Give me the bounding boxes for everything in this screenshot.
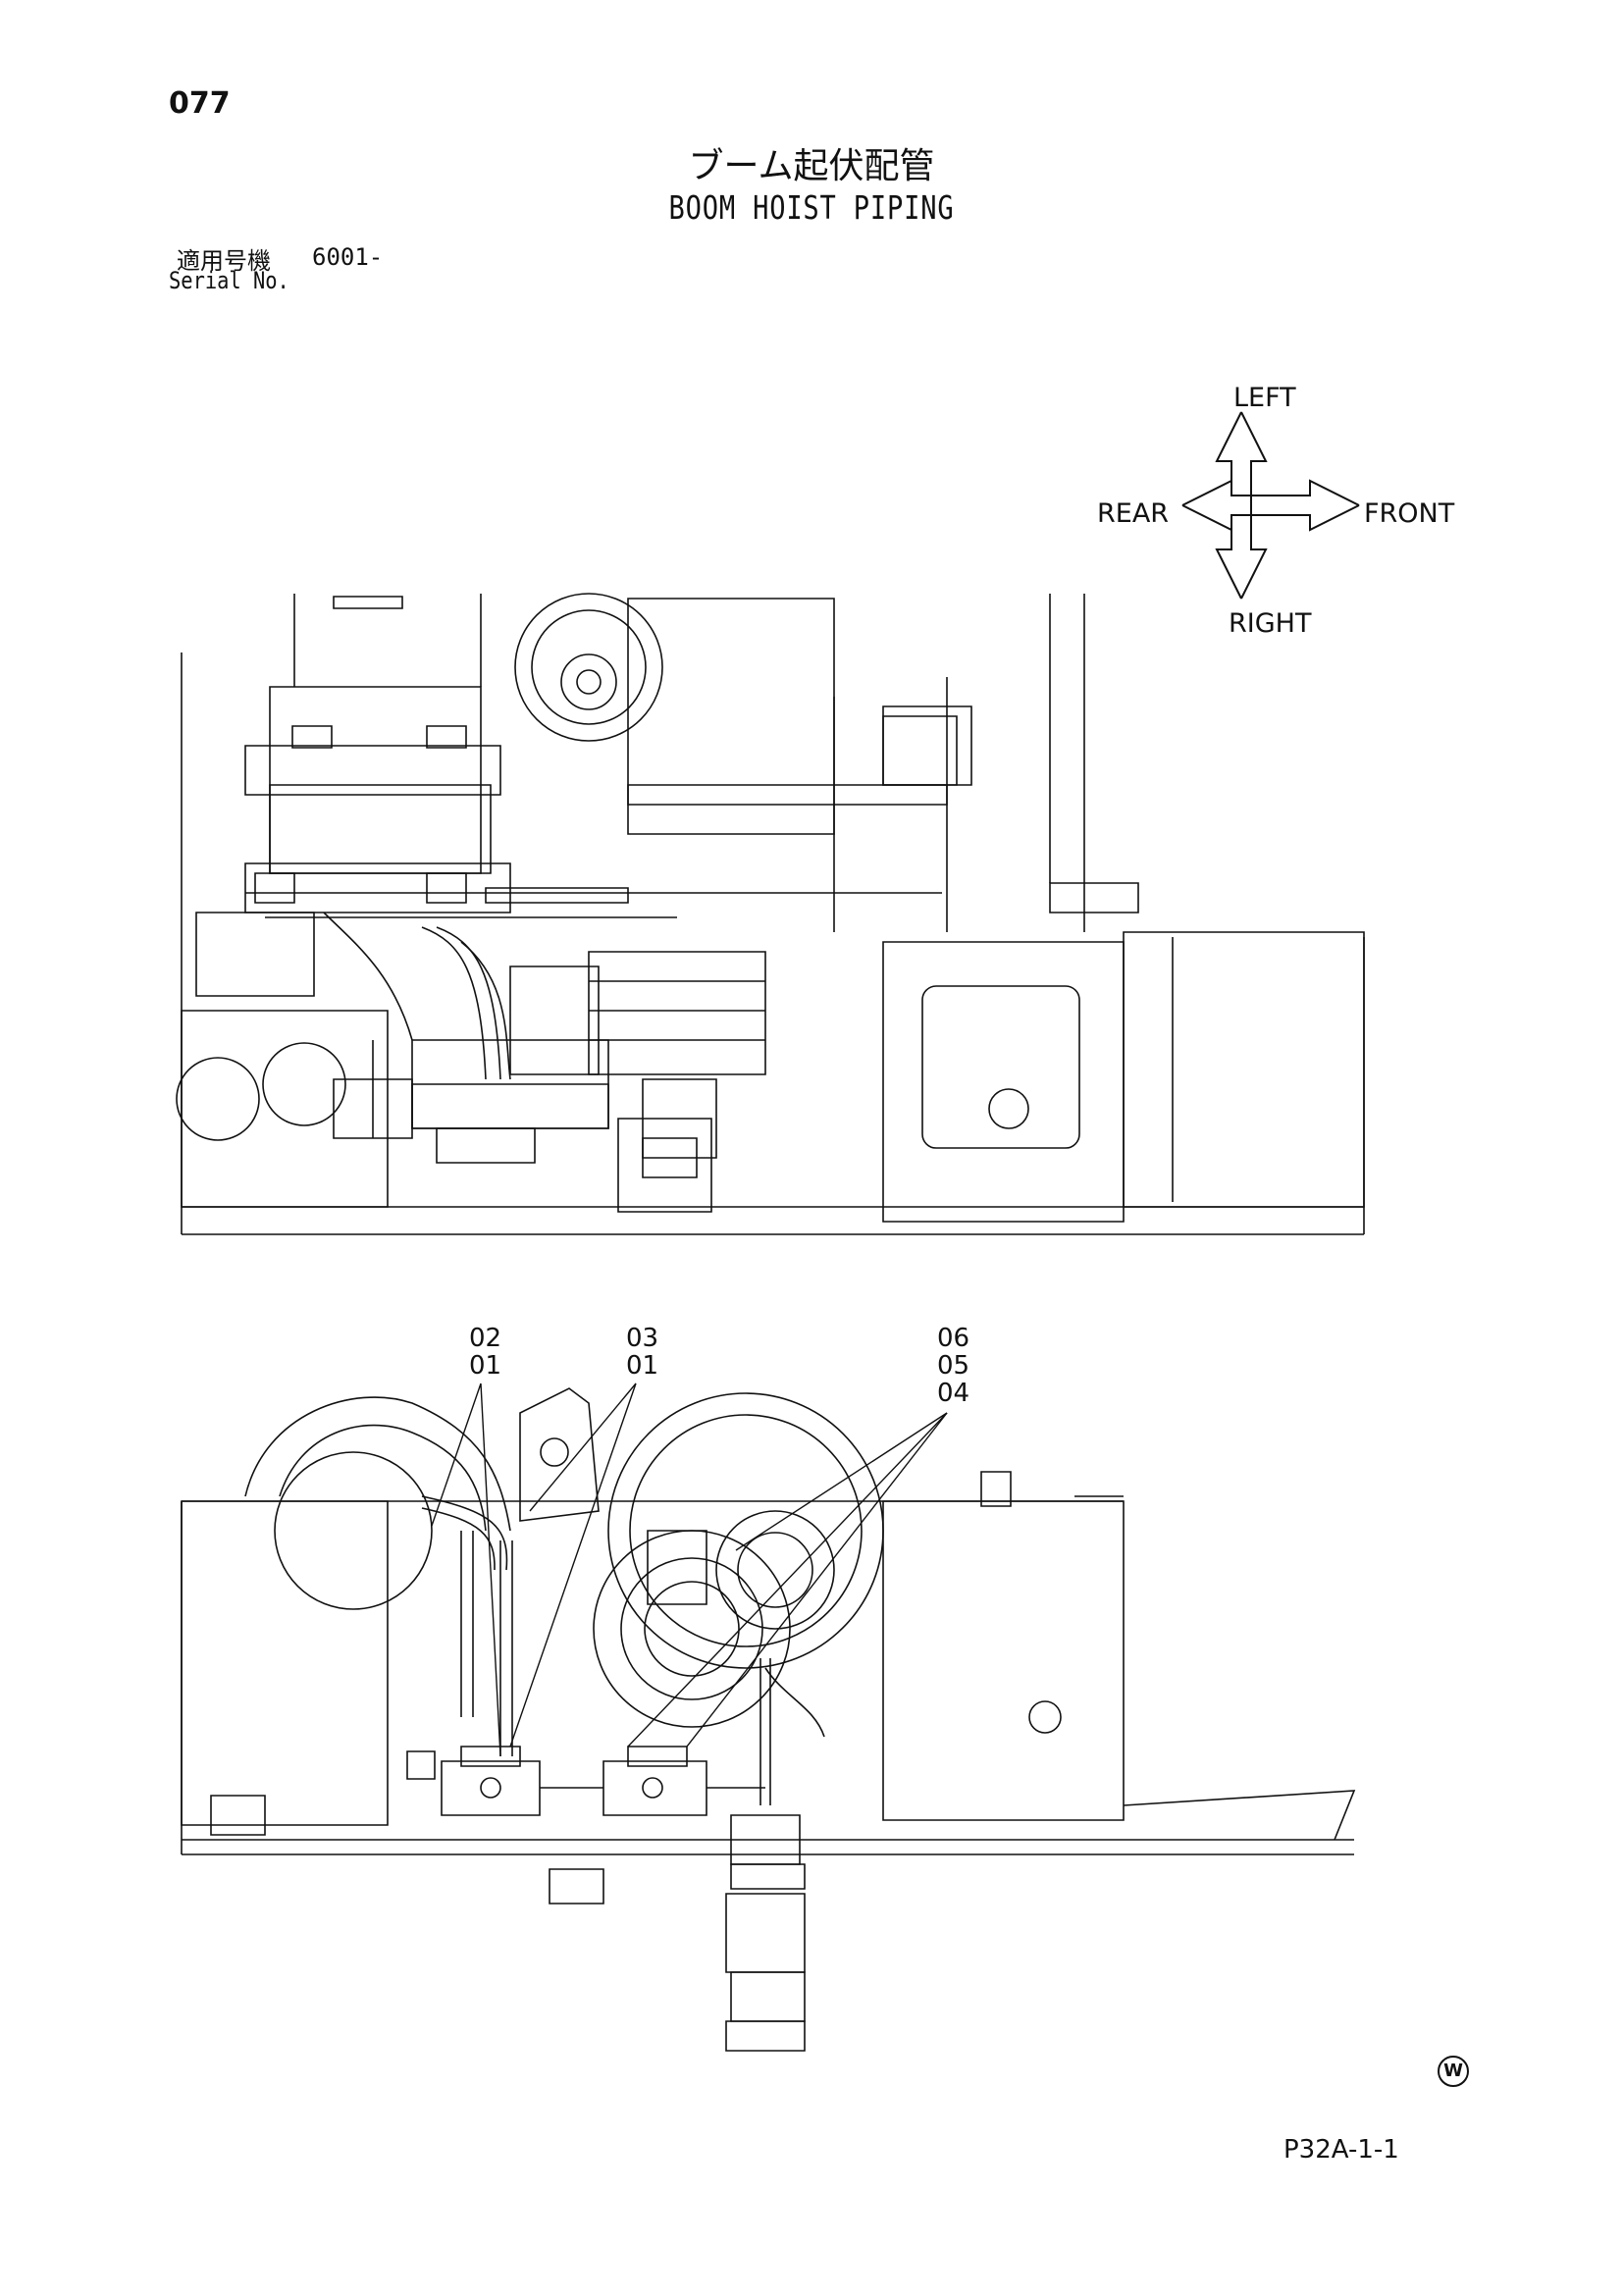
direction-front-label: FRONT	[1364, 498, 1455, 529]
callout-label: 06	[937, 1324, 970, 1353]
callout-label: 05	[937, 1351, 970, 1381]
direction-rear-label: REAR	[1097, 498, 1170, 529]
page-title-japanese: ブーム起伏配管	[688, 146, 935, 186]
serial-value: 6001-	[312, 243, 384, 271]
callout-label: 02	[469, 1324, 502, 1353]
callout-label: 04	[937, 1379, 970, 1408]
callout-label: 03	[626, 1324, 659, 1353]
callout-group-a: 02 01	[469, 1325, 501, 1380]
serial-label: Serial No.	[169, 267, 289, 294]
callout-label: 01	[626, 1351, 659, 1381]
callout-group-b: 03 01	[626, 1325, 658, 1380]
page-number: 077	[169, 86, 231, 121]
serial-label-japanese: 適用号機	[177, 247, 271, 275]
direction-right-label: RIGHT	[1229, 608, 1312, 639]
callout-group-c: 06 05 04	[937, 1325, 969, 1407]
callout-label: 01	[469, 1351, 502, 1381]
page-title: BOOM HOIST PIPING	[668, 188, 955, 227]
direction-left-label: LEFT	[1233, 383, 1296, 413]
revision-mark-icon: W	[1438, 2056, 1469, 2087]
document-code: P32A-1-1	[1283, 2135, 1399, 2165]
